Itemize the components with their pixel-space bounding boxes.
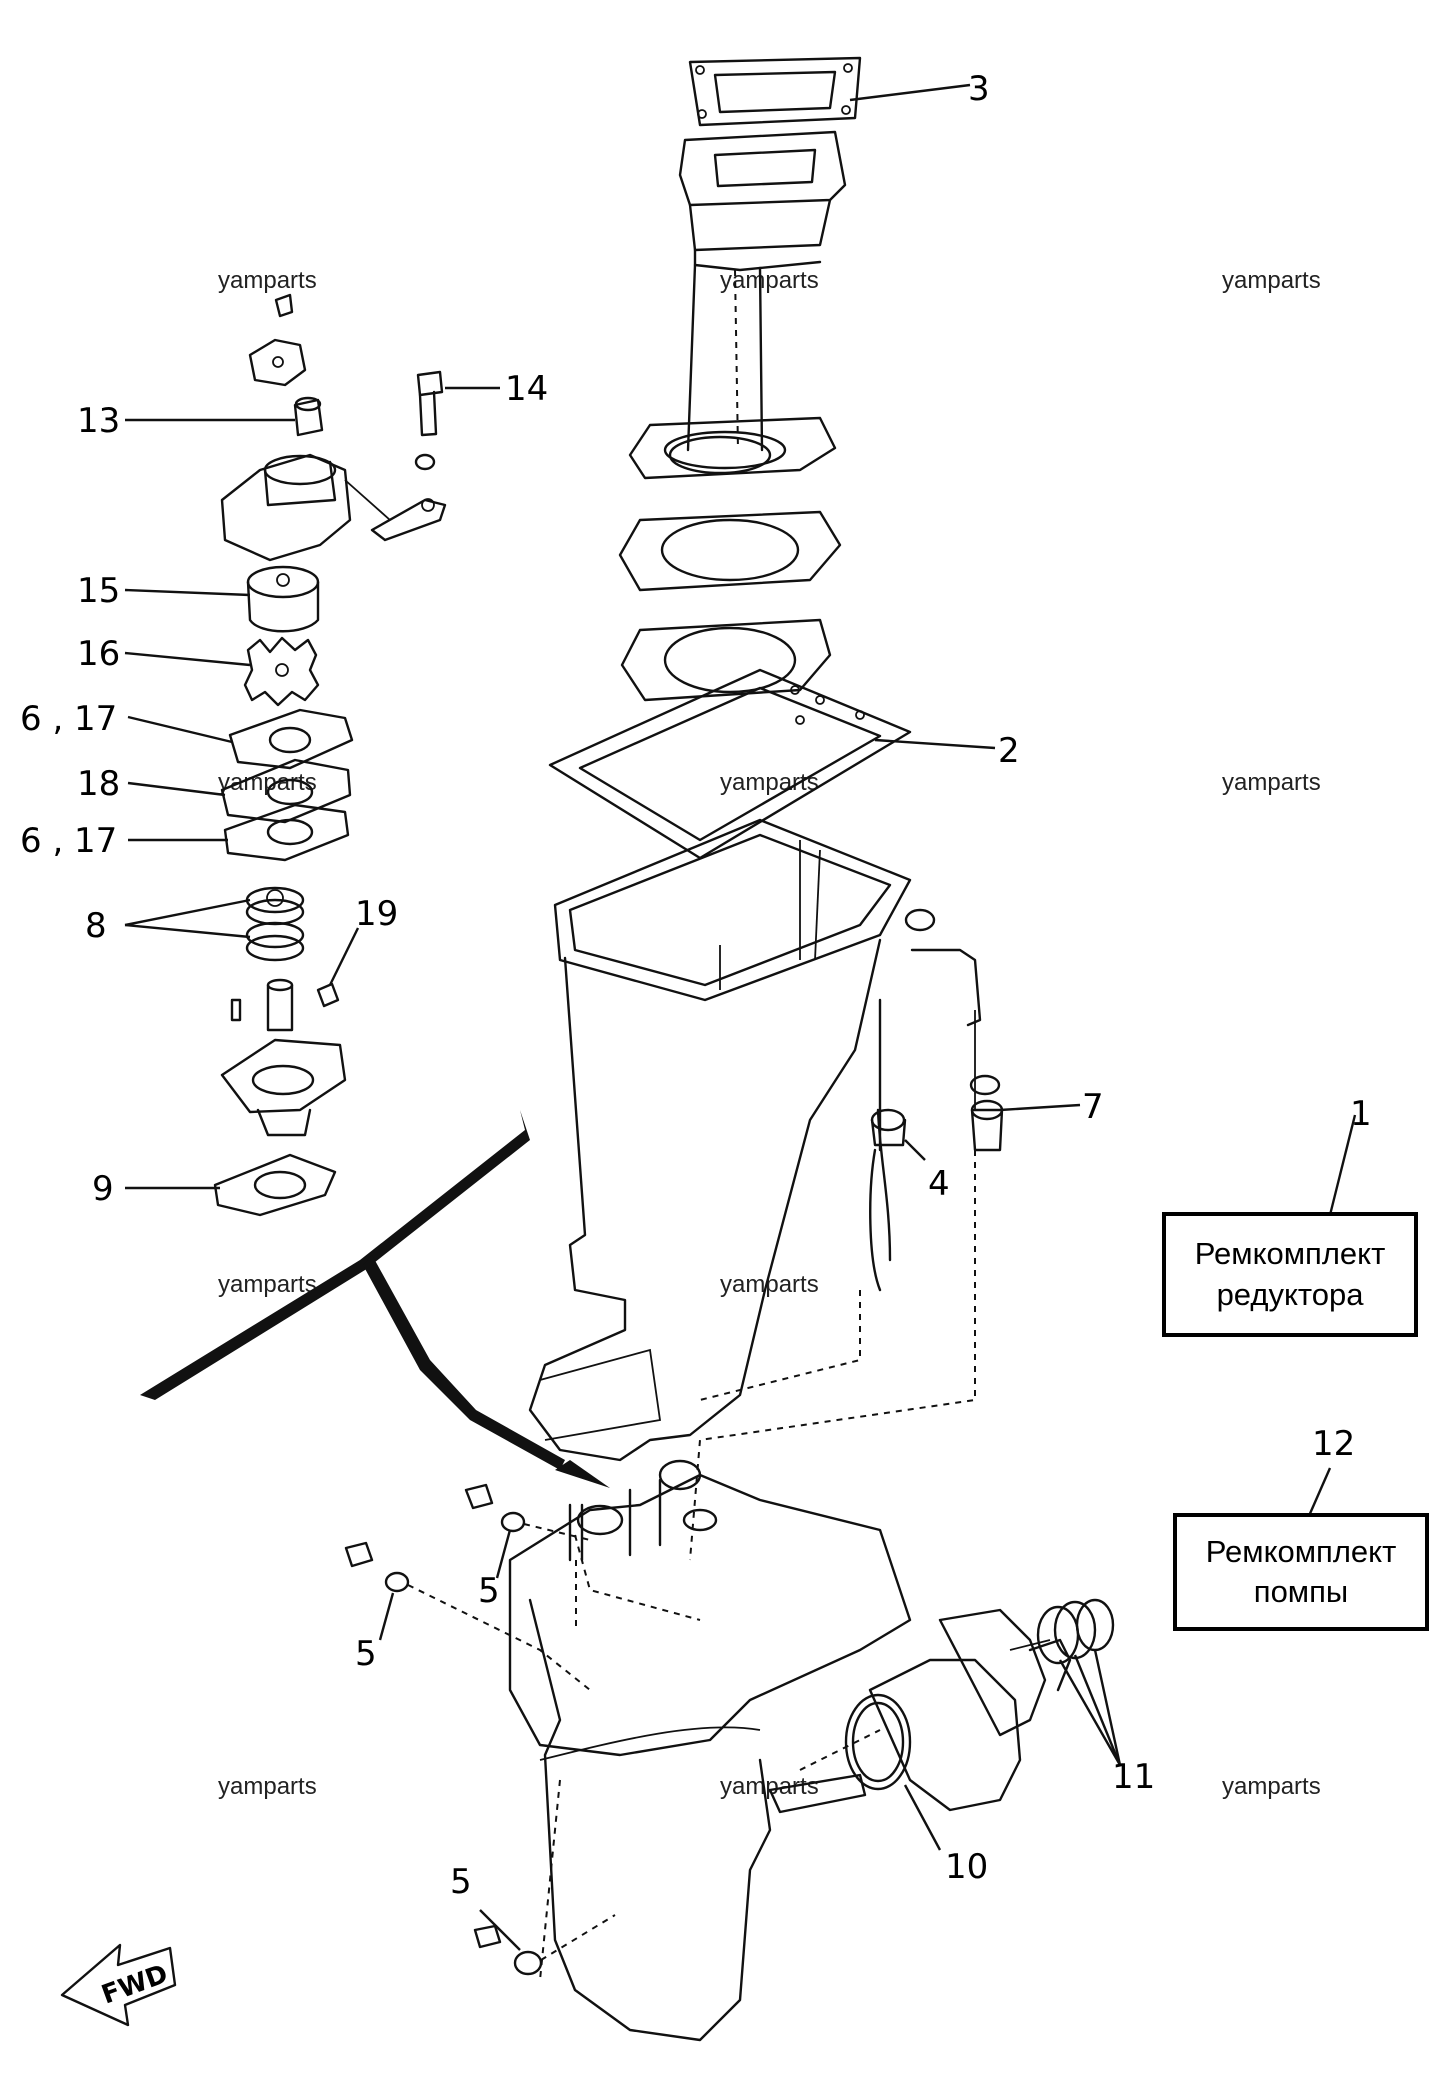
label-part-7: 7 — [1082, 1087, 1104, 1127]
watermark: yamparts — [1222, 267, 1321, 294]
label-part-15: 15 — [77, 571, 120, 611]
watermark: yamparts — [218, 1773, 317, 1800]
label-part-8: 8 — [85, 906, 107, 946]
label-part-6-17-bottom: 6 , 17 — [20, 821, 117, 861]
key-19 — [316, 982, 340, 1008]
pump-kit-label: Ремкомплект помпы — [1205, 1533, 1397, 1609]
gasket-2 — [548, 668, 912, 860]
label-part-11: 11 — [1112, 1757, 1155, 1797]
label-part-14: 14 — [505, 369, 548, 409]
o-ring-10 — [844, 1693, 912, 1791]
pump-gaskets — [220, 708, 354, 862]
fwd-label: FWD — [98, 1959, 172, 2010]
leader-lines — [124, 83, 1357, 1951]
gasket-3 — [688, 56, 862, 127]
drive-shaft — [568, 1503, 584, 1630]
pointer-line — [140, 1110, 610, 1488]
exhaust-pipe — [668, 263, 772, 475]
grommet-4 — [870, 1108, 907, 1147]
label-part-5: 5 — [355, 1634, 377, 1674]
lower-casing — [508, 1459, 912, 2042]
fwd-arrow-icon: FWD — [60, 1943, 177, 2027]
label-part-18: 18 — [77, 764, 120, 804]
label-part-10: 10 — [945, 1847, 988, 1887]
watermark: yamparts — [1222, 1773, 1321, 1800]
insert-15 — [246, 565, 320, 633]
seals-11 — [1009, 1598, 1115, 1665]
bolts-and-washers — [344, 1483, 616, 1976]
exhaust-guide — [678, 130, 847, 272]
label-part-3: 3 — [968, 69, 990, 109]
seals-8 — [245, 886, 305, 962]
upper-casing — [528, 818, 912, 1462]
label-part-5: 5 — [478, 1571, 500, 1611]
label-part-5: 5 — [450, 1862, 472, 1902]
label-part-9: 9 — [92, 1169, 114, 1209]
watermark: yamparts — [720, 1773, 819, 1800]
part-labels: 3 2 1 7 4 12 13 14 15 16 6 , 17 18 6 , 1… — [20, 69, 1372, 1902]
watermark: yamparts — [218, 267, 317, 294]
label-part-12: 12 — [1312, 1424, 1355, 1464]
gasket-9 — [213, 1153, 337, 1217]
pump-kit-box: Ремкомплект помпы — [1173, 1513, 1429, 1631]
watermark: yamparts — [218, 1271, 317, 1298]
watermark: yamparts — [1222, 769, 1321, 796]
label-part-13: 13 — [77, 401, 120, 441]
label-part-2: 2 — [998, 731, 1020, 771]
impeller-16 — [243, 636, 320, 707]
pump-housing-13 — [220, 396, 352, 562]
propeller-housing — [768, 1608, 1072, 1814]
seal-7 — [969, 1074, 1004, 1152]
label-part-6-17-top: 6 , 17 — [20, 699, 117, 739]
pump-screw-top — [248, 293, 307, 387]
pump-base — [220, 978, 347, 1137]
watermark: yamparts — [720, 267, 819, 294]
gearbox-kit-label: Ремкомплект редуктора — [1194, 1236, 1386, 1312]
watermark: yamparts — [720, 769, 819, 796]
watermarks: yamparts yamparts yamparts yamparts yamp… — [218, 267, 1321, 1800]
gearbox-kit-box: Ремкомплект редуктора — [1162, 1212, 1418, 1337]
label-part-4: 4 — [928, 1164, 950, 1204]
label-part-19: 19 — [355, 894, 398, 934]
label-part-1: 1 — [1350, 1094, 1372, 1134]
gasket-stack — [618, 416, 842, 702]
bolt-14 — [344, 370, 447, 542]
water-tube — [689, 908, 982, 1561]
label-part-16: 16 — [77, 634, 120, 674]
